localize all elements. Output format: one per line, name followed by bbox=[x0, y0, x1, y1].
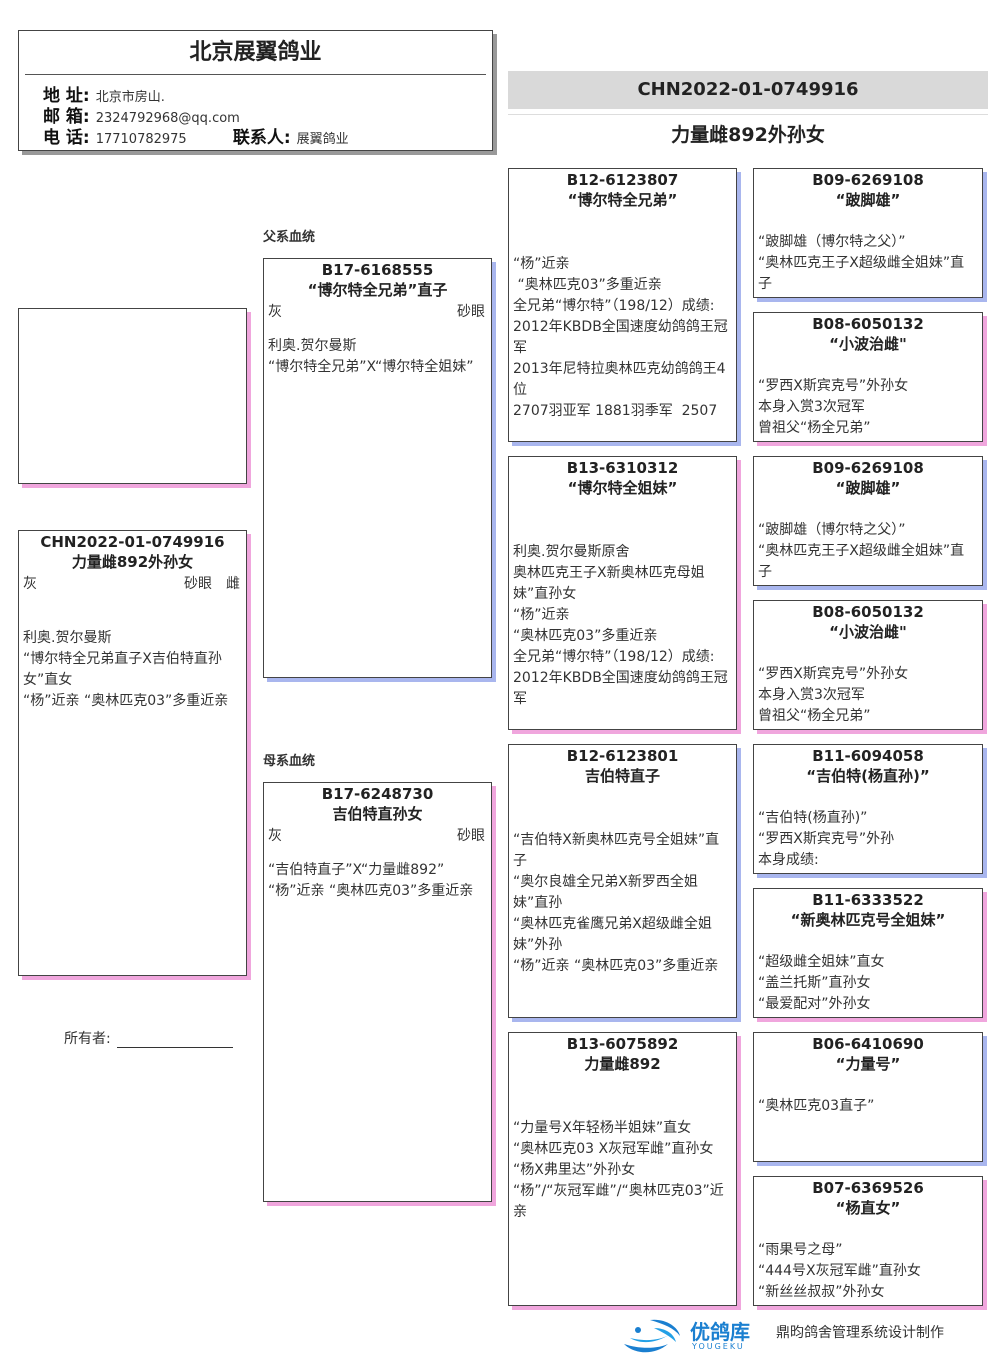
granddam-paternal-card: B13-6310312 “博尔特全姐妹” 利奥.贺尔曼斯原舍 奥林匹克王子X新奥… bbox=[508, 456, 737, 730]
pedigree-desc: “超级雌全姐妹”直女 “盖兰托斯”直孙女 “最爱配对”外孙女 bbox=[758, 954, 885, 1012]
sire-eye: 砂眼 bbox=[457, 304, 485, 320]
subject-ring: CHN2022-01-0749916 bbox=[40, 533, 225, 551]
pedigree-name: “跛脚雄” bbox=[835, 191, 901, 209]
sire-card: B17-6168555 “博尔特全兄弟”直子 灰 砂眼 利奥.贺尔曼斯 “博尔特… bbox=[263, 258, 492, 678]
header-divider bbox=[25, 74, 486, 75]
ancestor-card: B07-6369526 “杨直女” “雨果号之母” “444号X灰冠军雌”直孙女… bbox=[753, 1176, 983, 1306]
subject-color: 灰 bbox=[23, 576, 37, 592]
pedigree-name: “博尔特全姐妹” bbox=[567, 479, 678, 497]
pedigree-desc: “力量号X年轻杨半姐妹”直女 “奥林匹克03 X灰冠军雌”直孙女 “杨X弗里达”… bbox=[513, 1120, 724, 1220]
subject-card: CHN2022-01-0749916 力量雌892外孙女 灰 砂眼雌 利奥.贺尔… bbox=[18, 530, 247, 976]
pedigree-name: “力量号” bbox=[835, 1055, 901, 1073]
pigeon-logo-icon bbox=[624, 1319, 680, 1353]
granddam-maternal-card: B13-6075892 力量雌892 “力量号X年轻杨半姐妹”直女 “奥林匹克0… bbox=[508, 1032, 737, 1306]
owner-signature-line[interactable] bbox=[116, 1030, 233, 1048]
pedigree-ring: B09-6269108 bbox=[812, 459, 924, 477]
pedigree-desc: 利奥.贺尔曼斯原舍 奥林匹克王子X新奥林匹克母姐妹”直孙女 “杨”近亲 “奥林匹… bbox=[513, 544, 728, 707]
pedigree-desc: “罗西X斯宾克号”外孙女 本身入赏3次冠军 曾祖父“杨全兄弟” bbox=[758, 666, 909, 724]
pedigree-ring: B09-6269108 bbox=[812, 171, 924, 189]
pedigree-desc: “吉伯特X新奥林匹克号全姐妹”直子 “奥尔良雄全兄弟X新罗西全姐妹”直孙 “奥林… bbox=[513, 832, 720, 974]
dam-ring: B17-6248730 bbox=[321, 785, 434, 803]
pedigree-desc: “杨”近亲 “奥林匹克03”多重近亲 全兄弟“博尔特”（198/12）成绩: 2… bbox=[513, 256, 728, 419]
pedigree-desc: “奥林匹克03直子” bbox=[758, 1098, 875, 1114]
phone-label: 电 话: bbox=[43, 128, 90, 148]
dam-meta: 灰 砂眼 bbox=[264, 824, 491, 846]
dam-line-label: 母系血统 bbox=[263, 754, 316, 769]
email-value: 2324792968@qq.com bbox=[95, 111, 240, 126]
dam-color: 灰 bbox=[268, 828, 282, 844]
subject-meta: 灰 砂眼雌 bbox=[19, 572, 246, 594]
dam-desc: “吉伯特直子”X“力量雌892” “杨”近亲 “奥林匹克03”多重近亲 bbox=[268, 862, 474, 899]
pedigree-desc: “跛脚雄（博尔特之父）” “奥林匹克王子X超级雌全姐妹”直子 bbox=[758, 234, 965, 292]
email-label: 邮 箱: bbox=[43, 107, 90, 127]
subject-sex: 雌 bbox=[226, 576, 240, 592]
pedigree-desc: “雨果号之母” “444号X灰冠军雌”直孙女 “新丝丝叔叔”外孙女 bbox=[758, 1242, 921, 1300]
pedigree-name: 力量雌892 bbox=[584, 1055, 661, 1073]
footer-note: 鼎昀鸽舍管理系统设计制作 bbox=[776, 1325, 944, 1341]
pedigree-name: “吉伯特(杨直孙)” bbox=[806, 767, 930, 785]
phone-value: 17710782975 bbox=[95, 132, 187, 147]
sire-line-label: 父系血统 bbox=[263, 230, 316, 245]
pedigree-ring: B12-6123801 bbox=[566, 747, 679, 765]
sire-color: 灰 bbox=[268, 304, 282, 320]
pedigree-ring: B06-6410690 bbox=[812, 1035, 924, 1053]
pedigree-ring: B12-6123807 bbox=[566, 171, 679, 189]
subject-ring-band: CHN2022-01-0749916 bbox=[508, 71, 988, 109]
subject-top-name: 力量雌892外孙女 bbox=[671, 124, 825, 146]
subject-desc: 利奥.贺尔曼斯 “博尔特全兄弟直子X吉伯特直孙女”直女 “杨”近亲 “奥林匹克0… bbox=[23, 630, 229, 709]
pedigree-ring: B11-6333522 bbox=[812, 891, 924, 909]
owner-label: 所有者: bbox=[64, 1031, 111, 1047]
brand-subtitle: YOUGEKU bbox=[692, 1342, 745, 1351]
pedigree-name: “跛脚雄” bbox=[835, 479, 901, 497]
pedigree-desc: “吉伯特(杨直孙)” “罗西X斯宾克号”外孙 本身成绩: bbox=[758, 810, 895, 868]
pedigree-name: “小波治雌" bbox=[829, 335, 907, 353]
pedigree-ring: B13-6310312 bbox=[566, 459, 679, 477]
sire-name: “博尔特全兄弟”直子 bbox=[307, 281, 448, 299]
pedigree-ring: B11-6094058 bbox=[812, 747, 924, 765]
grandsire-paternal-card: B12-6123807 “博尔特全兄弟” “杨”近亲 “奥林匹克03”多重近亲 … bbox=[508, 168, 737, 442]
address-label: 地 址: bbox=[43, 86, 90, 106]
ancestor-card: B09-6269108 “跛脚雄” “跛脚雄（博尔特之父）” “奥林匹克王子X超… bbox=[753, 456, 983, 586]
dam-card: B17-6248730 吉伯特直孙女 灰 砂眼 “吉伯特直子”X“力量雌892”… bbox=[263, 782, 492, 1202]
grandsire-maternal-card: B12-6123801 吉伯特直子 “吉伯特X新奥林匹克号全姐妹”直子 “奥尔良… bbox=[508, 744, 737, 1018]
ancestor-card: B11-6333522 “新奥林匹克号全姐妹” “超级雌全姐妹”直女 “盖兰托斯… bbox=[753, 888, 983, 1018]
ancestor-card: B08-6050132 “小波治雌" “罗西X斯宾克号”外孙女 本身入赏3次冠军… bbox=[753, 312, 983, 442]
pedigree-name: “博尔特全兄弟” bbox=[567, 191, 678, 209]
phone-row: 电 话: 17710782975 联系人: 展翼鸽业 bbox=[43, 128, 349, 150]
dam-name: 吉伯特直孙女 bbox=[332, 805, 423, 823]
subject-eye: 砂眼 bbox=[184, 576, 212, 592]
address-row: 地 址: 北京市房山. bbox=[43, 86, 165, 108]
subject-band-divider bbox=[508, 114, 988, 115]
ancestor-card: B09-6269108 “跛脚雄” “跛脚雄（博尔特之父）” “奥林匹克王子X超… bbox=[753, 168, 983, 298]
pedigree-ring: B08-6050132 bbox=[812, 315, 924, 333]
sire-meta: 灰 砂眼 bbox=[264, 300, 491, 322]
sire-ring: B17-6168555 bbox=[321, 261, 434, 279]
ancestor-card: B08-6050132 “小波治雌" “罗西X斯宾克号”外孙女 本身入赏3次冠军… bbox=[753, 600, 983, 730]
pedigree-desc: “跛脚雄（博尔特之父）” “奥林匹克王子X超级雌全姐妹”直子 bbox=[758, 522, 965, 580]
loft-title: 北京展翼鸽业 bbox=[189, 40, 322, 65]
pedigree-ring: B13-6075892 bbox=[566, 1035, 679, 1053]
owner-row: 所有者: bbox=[64, 1028, 233, 1048]
pedigree-name: “杨直女” bbox=[835, 1199, 901, 1217]
dam-eye: 砂眼 bbox=[457, 828, 485, 844]
address-value: 北京市房山. bbox=[95, 90, 165, 105]
pedigree-desc: “罗西X斯宾克号”外孙女 本身入赏3次冠军 曾祖父“杨全兄弟” bbox=[758, 378, 909, 436]
pedigree-ring: B08-6050132 bbox=[812, 603, 924, 621]
ancestor-card: B11-6094058 “吉伯特(杨直孙)” “吉伯特(杨直孙)” “罗西X斯宾… bbox=[753, 744, 983, 874]
pedigree-ring: B07-6369526 bbox=[812, 1179, 924, 1197]
email-row: 邮 箱: 2324792968@qq.com bbox=[43, 107, 240, 129]
ancestor-card: B06-6410690 “力量号” “奥林匹克03直子” bbox=[753, 1032, 983, 1162]
pedigree-name: “新奥林匹克号全姐妹” bbox=[790, 911, 946, 929]
pigeon-photo-frame bbox=[18, 308, 247, 484]
contact-value: 展翼鸽业 bbox=[296, 132, 349, 147]
footer: 优鸽库 YOUGEKU 鼎昀鸽舍管理系统设计制作 bbox=[620, 1312, 990, 1360]
brand-name: 优鸽库 bbox=[690, 1320, 750, 1344]
contact-label: 联系人: bbox=[232, 128, 291, 148]
subject-name: 力量雌892外孙女 bbox=[71, 553, 194, 571]
pedigree-name: 吉伯特直子 bbox=[584, 767, 660, 785]
header-card: 北京展翼鸽业 地 址:北京市房山. 邮 箱:2324792968@qq.com … bbox=[18, 30, 493, 151]
pedigree-name: “小波治雌" bbox=[829, 623, 907, 641]
sire-desc: 利奥.贺尔曼斯 “博尔特全兄弟”X“博尔特全姐妹” bbox=[268, 338, 474, 375]
